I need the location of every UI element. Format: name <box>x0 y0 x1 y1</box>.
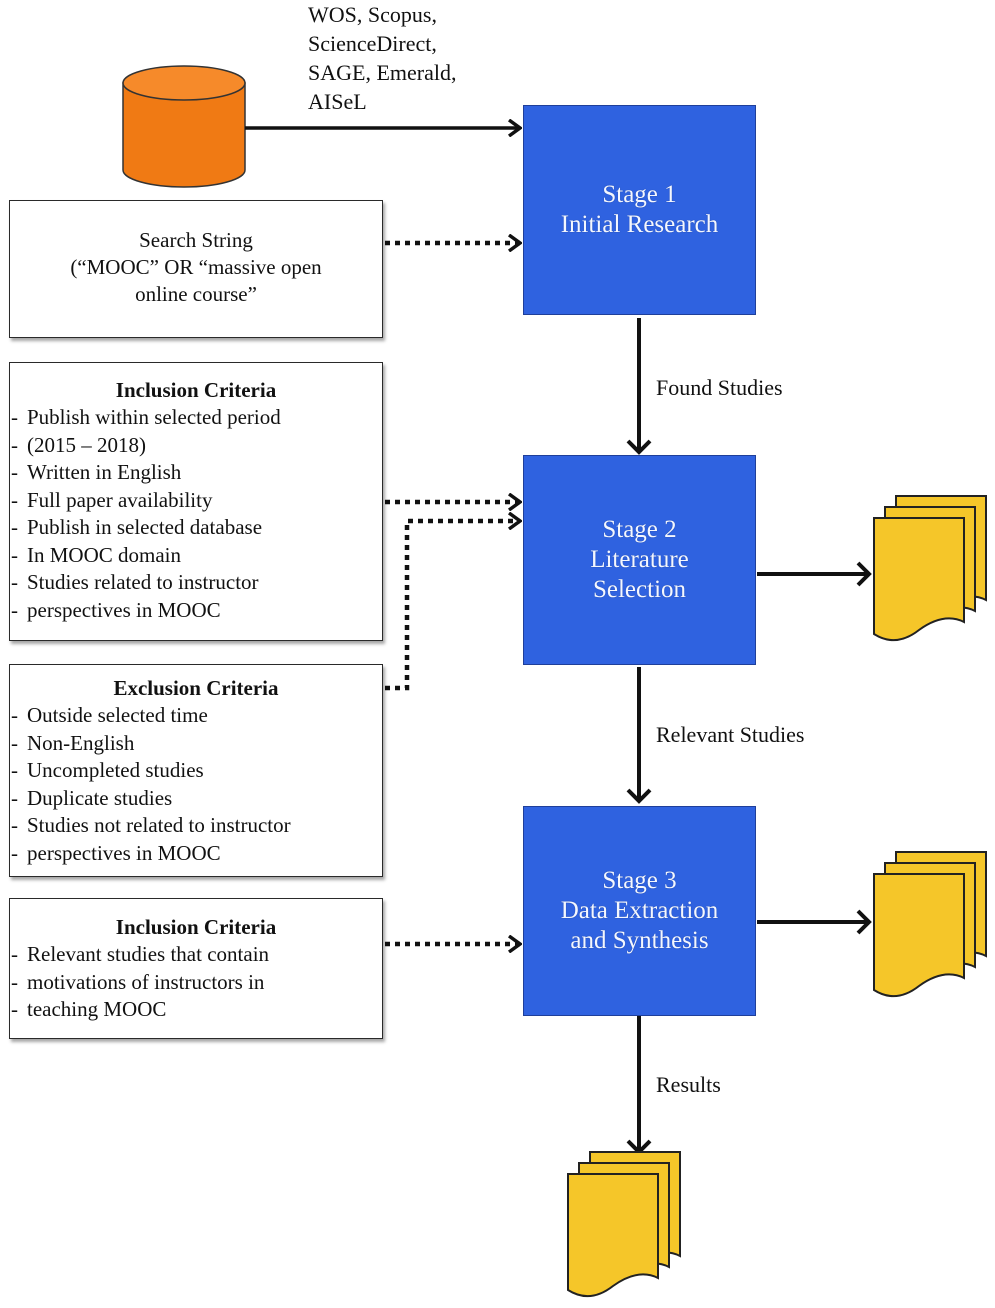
stage-line: Stage 2 <box>602 516 677 543</box>
exclusion-criteria-list: Outside selected time Non-English Uncomp… <box>10 702 382 867</box>
criteria-item: Uncompleted studies <box>10 757 382 785</box>
criteria-item: Studies not related to instructor <box>10 812 382 840</box>
criteria-item: Relevant studies that contain <box>10 941 382 969</box>
search-string-box: Search String (“MOOC” OR “massive open o… <box>9 200 383 338</box>
inclusion-criteria-title: Inclusion Criteria <box>115 378 277 402</box>
search-string-line: (“MOOC” OR “massive open <box>70 255 322 279</box>
search-string-line: online course” <box>135 282 257 306</box>
sources-line: AISeL <box>308 89 367 114</box>
exclusion-criteria-title: Exclusion Criteria <box>113 676 279 700</box>
inclusion-criteria-list: Relevant studies that contain motivation… <box>10 941 382 1024</box>
criteria-item: Studies related to instructor <box>10 569 382 597</box>
exclusion-criteria-box: Exclusion Criteria Outside selected time… <box>9 664 383 877</box>
stage-line: Selection <box>592 576 687 603</box>
stage-line: Initial Research <box>560 211 719 238</box>
inclusion-criteria-list: Publish within selected period (2015 – 2… <box>10 404 382 624</box>
documents-icon <box>873 851 987 997</box>
inclusion-criteria-title: Inclusion Criteria <box>115 915 277 939</box>
sources-line: SAGE, Emerald, <box>308 60 457 85</box>
relevant-studies-label: Relevant Studies <box>656 722 805 747</box>
inclusion-criteria-box: Inclusion Criteria Publish within select… <box>9 362 383 641</box>
sources-line: ScienceDirect, <box>308 31 437 56</box>
inclusion-criteria-box: Inclusion Criteria Relevant studies that… <box>9 898 383 1039</box>
search-string-line: Search String <box>139 228 253 252</box>
criteria-item: Outside selected time <box>10 702 382 730</box>
results-label: Results <box>656 1072 721 1097</box>
stage-line: and Synthesis <box>570 927 709 954</box>
criteria-item: Publish within selected period <box>10 404 382 432</box>
stage-1-box: Stage 1 Initial Research <box>523 105 756 315</box>
criteria-item: In MOOC domain <box>10 542 382 570</box>
stage-2-box: Stage 2 Literature Selection <box>523 455 756 665</box>
stage-line: Stage 3 <box>602 867 677 894</box>
criteria-item: Publish in selected database <box>10 514 382 542</box>
stage-3-box: Stage 3 Data Extraction and Synthesis <box>523 806 756 1016</box>
criteria-item-continuation: (2015 – 2018) <box>10 432 382 460</box>
documents-icon <box>873 495 987 641</box>
criteria-item: Non-English <box>10 730 382 758</box>
found-studies-label: Found Studies <box>656 375 783 400</box>
criteria-item-continuation: perspectives in MOOC <box>10 840 382 868</box>
sources-label: WOS, Scopus, ScienceDirect, SAGE, Emeral… <box>308 0 456 116</box>
documents-icon <box>567 1151 681 1297</box>
criteria-item: Written in English <box>10 459 382 487</box>
stage-line: Stage 1 <box>602 181 677 208</box>
dotted-arrow-exclusion-to-stage2 <box>385 521 520 691</box>
criteria-item-continuation: teaching MOOC <box>10 996 382 1024</box>
criteria-item: Duplicate studies <box>10 785 382 813</box>
stage-line: Data Extraction <box>560 897 719 924</box>
database-icon <box>122 65 246 188</box>
sources-line: WOS, Scopus, <box>308 2 437 27</box>
criteria-item: Full paper availability <box>10 487 382 515</box>
criteria-item-continuation: perspectives in MOOC <box>10 597 382 625</box>
stage-line: Literature <box>590 546 689 573</box>
criteria-item-continuation: motivations of instructors in <box>10 969 382 997</box>
